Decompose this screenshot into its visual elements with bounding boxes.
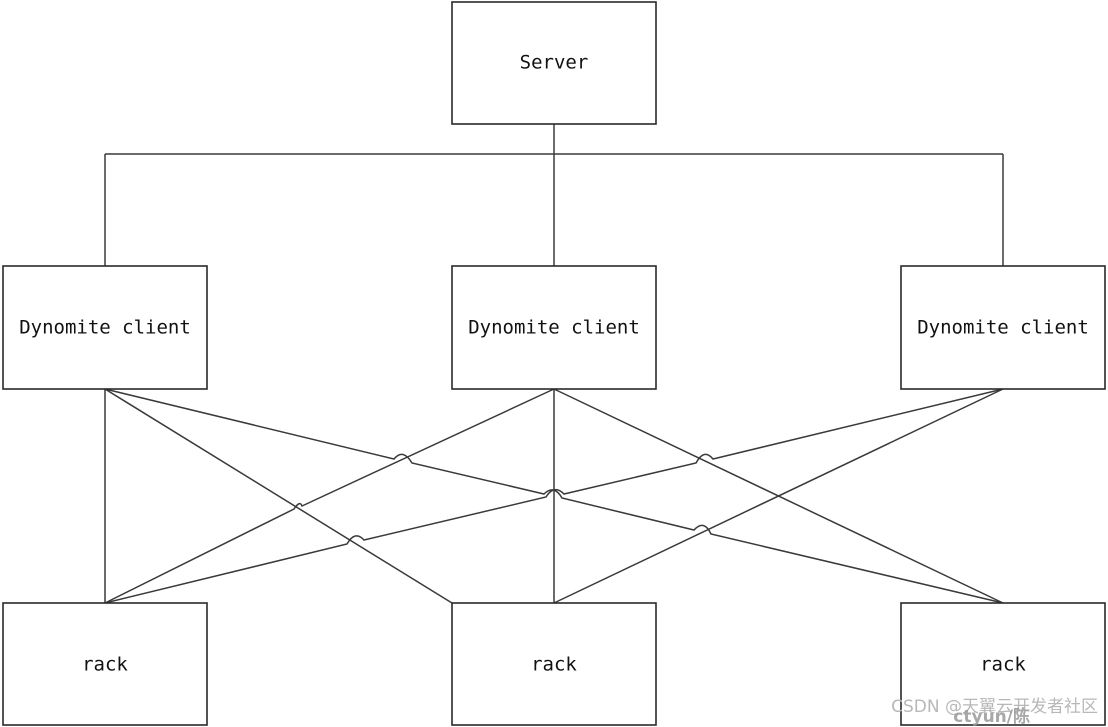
rack-box	[451, 602, 657, 726]
client-label: Dynomite client	[468, 317, 640, 339]
connector-client-1-rack-2	[104, 388, 453, 604]
server-box	[451, 1, 657, 125]
rack-box	[900, 602, 1106, 726]
connector-client-3-rack-1	[104, 388, 1004, 604]
rack-node-3: rack	[900, 602, 1106, 726]
rack-node-1: rack	[2, 602, 208, 726]
rack-label: rack	[980, 654, 1026, 676]
rack-box	[2, 602, 208, 726]
client-box	[451, 265, 657, 390]
server-node: Server	[451, 1, 657, 125]
rack-label: rack	[531, 654, 577, 676]
client-box	[900, 265, 1106, 390]
watermark-text: CSDN @天翼云开发者社区	[891, 697, 1098, 717]
client-node-3: Dynomite client	[900, 265, 1106, 390]
rack-label: rack	[82, 654, 128, 676]
watermark-overlay-text: ctyun/陈	[953, 706, 1030, 727]
client-label: Dynomite client	[917, 317, 1089, 339]
client-label: Dynomite client	[19, 317, 191, 339]
server-connectors	[104, 124, 1004, 266]
client-node-2: Dynomite client	[451, 265, 657, 390]
client-node-1: Dynomite client	[2, 265, 208, 390]
server-label: Server	[520, 52, 589, 74]
watermark: CSDN @天翼云开发者社区 ctyun/陈	[891, 697, 1098, 727]
client-rack-connectors	[104, 388, 1004, 604]
rack-node-2: rack	[451, 602, 657, 726]
client-box	[2, 265, 208, 390]
connector-client-3-rack-2	[553, 388, 1004, 604]
connector-client-2-rack-1	[104, 388, 555, 604]
